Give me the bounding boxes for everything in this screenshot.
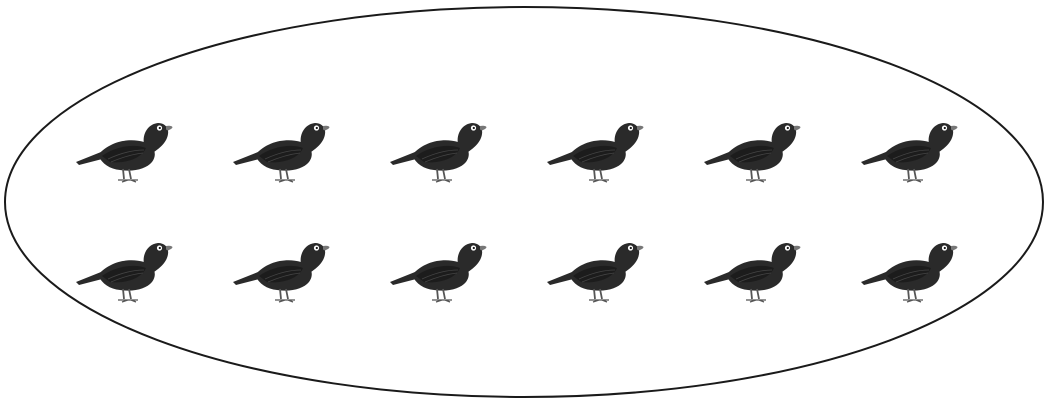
crow-icon [390, 123, 486, 182]
crow-icon [861, 123, 957, 182]
crow-icon [76, 123, 172, 182]
crow-icon [704, 243, 800, 302]
crow-icon [547, 123, 643, 182]
bird-grid [76, 123, 957, 302]
crow-icon [704, 123, 800, 182]
crow-icon [547, 243, 643, 302]
crow-icon [233, 243, 329, 302]
crow-icon [390, 243, 486, 302]
crow-icon [233, 123, 329, 182]
crow-icon [76, 243, 172, 302]
group-oval-outline [5, 7, 1043, 397]
crow-icon [861, 243, 957, 302]
